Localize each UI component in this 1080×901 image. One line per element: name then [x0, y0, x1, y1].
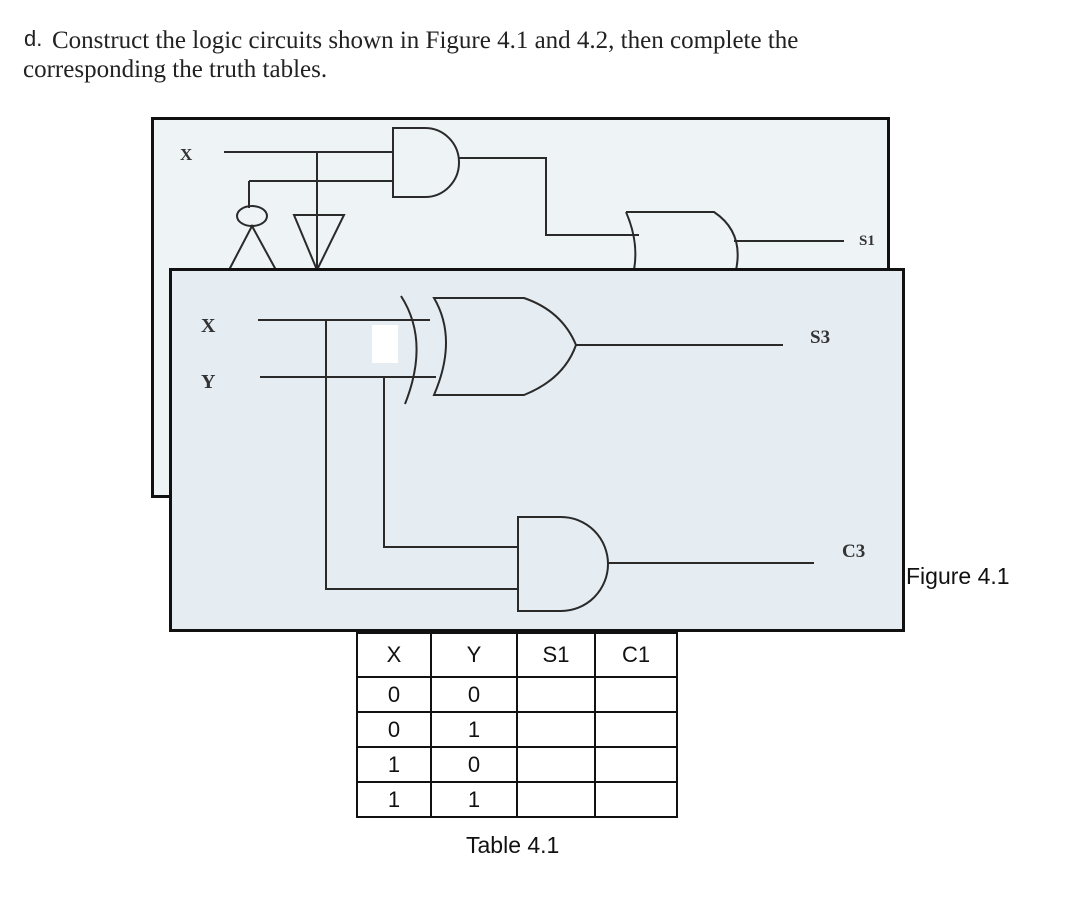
inverter-bubble-icon	[236, 205, 268, 227]
and-gate-icon	[517, 516, 609, 612]
cell-y: 0	[430, 746, 518, 783]
input-y-label: Y	[201, 371, 216, 393]
cell-s1[interactable]	[516, 746, 596, 783]
cell-s1[interactable]	[516, 676, 596, 713]
xor-gate-icon	[626, 211, 739, 271]
cell-y: 0	[430, 676, 518, 713]
header-s1: S1	[516, 632, 596, 678]
header-c1: C1	[594, 632, 678, 678]
cell-c1[interactable]	[594, 711, 678, 748]
table-row: 0 0	[356, 676, 678, 713]
cell-c1[interactable]	[594, 746, 678, 783]
cell-x: 1	[356, 746, 432, 783]
wire-x-branch	[325, 320, 518, 590]
truth-table: X Y S1 C1 0 0 0 1 1 0 1 1	[356, 632, 678, 818]
input-x-label: X	[201, 315, 216, 337]
cell-c1[interactable]	[594, 676, 678, 713]
input-x-label: X	[180, 145, 193, 164]
and-gate-icon	[392, 127, 460, 198]
circuit-back-diagram: X S1	[180, 127, 875, 273]
truth-table-header-row: X Y S1 C1	[356, 632, 678, 678]
header-x: X	[356, 632, 432, 678]
gate-back-curve	[625, 211, 637, 271]
table-row: 1 0	[356, 746, 678, 783]
figure-caption: Figure 4.1	[906, 563, 1010, 589]
half-adder-diagram: X Y S3 C3	[201, 295, 865, 612]
wire-and-out	[459, 157, 639, 236]
wire-y-branch	[383, 377, 518, 548]
cell-s1[interactable]	[516, 781, 596, 818]
cell-x: 0	[356, 676, 432, 713]
output-c3-label: C3	[842, 541, 865, 562]
cell-y: 1	[430, 711, 518, 748]
table-caption: Table 4.1	[466, 832, 560, 858]
inverter-triangle-icon	[292, 214, 346, 273]
question-text-line1: Construct the logic circuits shown in Fi…	[52, 27, 799, 54]
output-s1-label: S1	[859, 233, 875, 249]
cell-y: 1	[430, 781, 518, 818]
cell-s1[interactable]	[516, 711, 596, 748]
header-y: Y	[430, 632, 518, 678]
question-text-line2: corresponding the truth tables.	[23, 56, 328, 83]
xor-gate-icon	[432, 297, 578, 396]
output-s3-label: S3	[810, 327, 830, 348]
question-prefix: d.	[24, 26, 43, 51]
buffer-triangle-icon	[228, 223, 277, 271]
table-row: 1 1	[356, 781, 678, 818]
cell-c1[interactable]	[594, 781, 678, 818]
xor-input-curve	[400, 295, 418, 405]
cell-x: 0	[356, 711, 432, 748]
cell-x: 1	[356, 781, 432, 818]
junction-patch	[372, 325, 398, 363]
circuit-panel-front: X Y S3 C3	[169, 268, 905, 632]
table-row: 0 1	[356, 711, 678, 748]
